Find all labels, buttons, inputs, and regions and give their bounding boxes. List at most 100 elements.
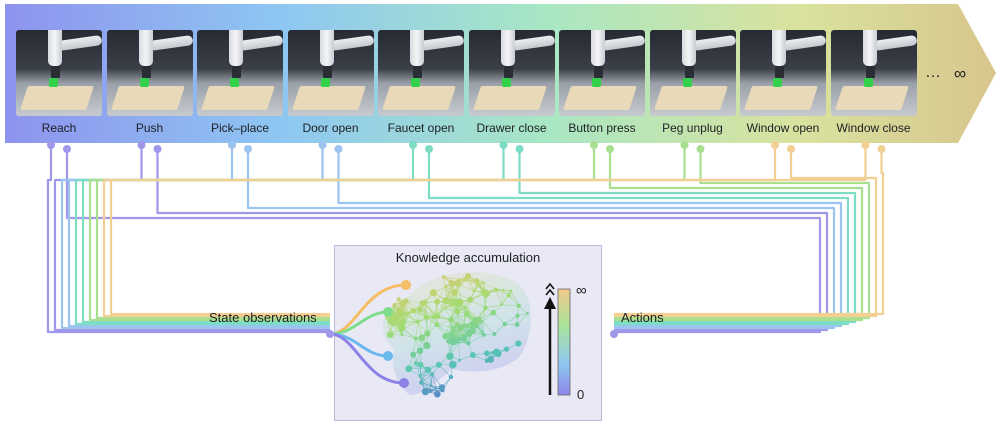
robot-arm [862,30,877,66]
task-photo [740,30,826,116]
task-label: Reach [41,121,77,135]
action-wire [156,148,829,332]
task-photo [559,30,645,116]
robot-gripper [865,66,875,78]
action-node [787,145,795,153]
task-object [863,78,873,87]
task-object [773,78,782,87]
robot-gripper [594,66,603,78]
action-wire [518,148,857,324]
bar-min-label: 0 [577,387,585,402]
observation-node [47,141,55,149]
observation-wire [53,145,330,332]
action-wire [614,148,885,316]
observation-node [590,141,598,149]
task-label: Drawer close [476,121,547,135]
task-label: Faucet open [387,121,455,135]
action-node [244,145,252,153]
observation-node [499,141,508,149]
action-node [334,145,343,153]
task-photo [649,30,736,116]
task-object [230,78,239,87]
chevron-up-icon [545,288,555,296]
robot-arm [319,30,334,66]
observation-wire [74,145,415,326]
panel-title: Knowledge accumulation [395,250,541,265]
infinity-symbol: ∞ [954,64,967,83]
robot-gripper [232,66,241,78]
task-label: Door open [302,121,359,135]
robot-gripper [775,66,784,78]
task-object [411,78,420,87]
bar-max-label: ∞ [576,282,587,299]
action-wire [337,148,843,328]
observation-wire [60,145,330,330]
task-photo [197,30,283,116]
robot-arm [772,30,786,66]
task-label: Window close [836,121,911,135]
task-object [49,78,58,87]
observation-wire [88,145,596,322]
observation-wire [46,145,330,334]
knowledge-level-bar [557,288,571,396]
action-node [606,145,614,153]
robot-gripper [141,66,151,78]
task-object [682,78,692,87]
observation-node [680,141,689,149]
task-photo [830,30,917,116]
observation-node [409,141,417,149]
observation-wire [95,145,686,320]
input-node [383,351,393,361]
input-fan-wire [334,310,389,336]
task-photo [468,30,555,116]
task-photo [378,30,464,116]
action-node [877,145,886,153]
robot-gripper [51,66,60,78]
task-object [139,78,149,87]
actions-label: Actions [621,310,664,325]
action-wire [65,148,822,334]
observation-wire [81,145,505,324]
input-node [383,307,393,317]
task-photo [16,30,102,116]
action-wire [614,148,878,318]
robot-arm [138,30,153,66]
input-node [401,280,411,290]
observation-wire [67,145,330,328]
robot-arm [48,30,62,66]
robot-gripper [684,66,694,78]
action-wire [614,148,871,320]
task-photo [287,30,374,116]
task-label: Peg unplug [662,121,723,135]
state-observations-label: State observations [209,310,317,325]
task-label: Window open [746,121,820,135]
observation-wire [102,145,777,318]
task-label: Pick–place [210,121,270,135]
action-node [425,145,433,153]
knowledge-network [334,272,571,398]
observation-node [861,141,870,149]
robot-gripper [322,66,332,78]
action-output-node [610,330,618,338]
task-label: Push [135,121,164,135]
robot-arm [500,30,515,66]
robot-arm [591,30,605,66]
input-node [399,378,409,388]
robot-gripper [503,66,513,78]
network-nodes [383,273,529,398]
state-input-node [326,330,334,338]
action-node [63,145,71,153]
robot-arm [681,30,696,66]
action-node [515,145,524,153]
task-photo [106,30,193,116]
action-wire [246,148,836,330]
observation-wire [109,145,867,316]
task-label: Button press [568,121,636,135]
observation-node [318,141,327,149]
action-node [696,145,705,153]
robot-arm [229,30,243,66]
robot-arm [410,30,424,66]
task-object [501,78,511,87]
input-fan-wire [334,333,405,385]
